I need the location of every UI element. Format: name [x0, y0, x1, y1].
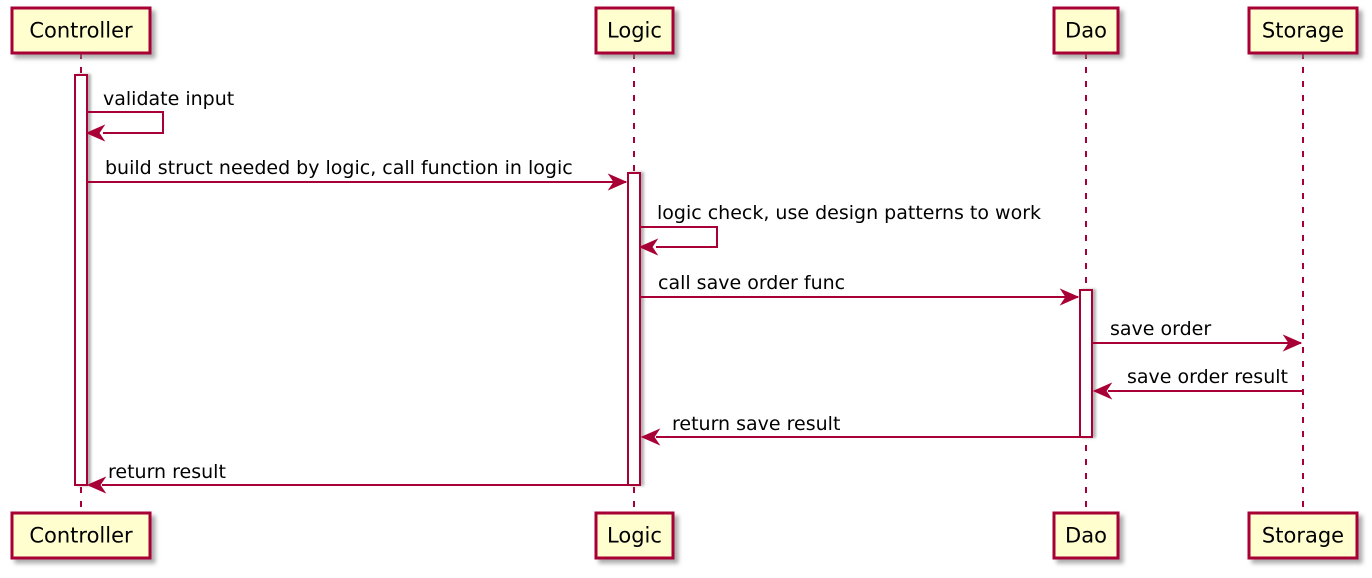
- participant-controller-top[interactable]: Controller: [10, 6, 152, 55]
- participant-box[interactable]: [1052, 6, 1120, 55]
- messages-group: validate input build struct needed by log…: [85, 88, 1303, 494]
- activation-bar-controller: [74, 74, 88, 486]
- message-label: return save result: [672, 413, 840, 435]
- participant-label: Controller: [29, 524, 133, 548]
- message-label: validate input: [103, 88, 234, 110]
- participant-label: Dao: [1065, 524, 1107, 548]
- participant-storage-bottom[interactable]: Storage: [1247, 511, 1359, 560]
- activation-bars-group: [74, 74, 1093, 486]
- participant-box[interactable]: [594, 511, 675, 560]
- message-label: save order result: [1127, 366, 1288, 388]
- message-label: call save order func: [658, 272, 845, 294]
- arrowhead-left-icon: [85, 124, 106, 142]
- participant-label: Logic: [607, 524, 662, 548]
- participant-controller-bottom[interactable]: Controller: [10, 511, 152, 560]
- message-m4: call save order func: [641, 272, 1080, 306]
- message-label: build struct needed by logic, call funct…: [105, 157, 573, 179]
- arrowhead-right-icon: [607, 173, 628, 191]
- message-m1: validate input: [85, 88, 234, 142]
- participant-box[interactable]: [1247, 6, 1359, 55]
- arrowhead-right-icon: [1282, 334, 1303, 352]
- participant-boxes-group: ControllerControllerLogicLogicDaoDaoStor…: [10, 6, 1359, 560]
- arrowhead-left-icon: [640, 428, 661, 446]
- participant-box[interactable]: [10, 6, 152, 55]
- participant-box[interactable]: [1247, 511, 1359, 560]
- message-m7: return save result: [640, 413, 1092, 446]
- self-message-path: [87, 111, 164, 134]
- participant-box[interactable]: [594, 6, 675, 55]
- participant-box[interactable]: [10, 511, 152, 560]
- activation-bar-logic: [627, 172, 641, 486]
- participant-label: Controller: [29, 19, 133, 43]
- arrowhead-left-icon: [1092, 382, 1113, 400]
- arrowhead-left-icon: [638, 238, 659, 256]
- activation-bar-dao: [1079, 289, 1093, 438]
- participant-label: Dao: [1065, 19, 1107, 43]
- message-m8: return result: [86, 461, 640, 494]
- participant-dao-top[interactable]: Dao: [1052, 6, 1120, 55]
- participant-storage-top[interactable]: Storage: [1247, 6, 1359, 55]
- participant-box[interactable]: [1052, 511, 1120, 560]
- participant-logic-top[interactable]: Logic: [594, 6, 675, 55]
- message-m5: save order: [1093, 318, 1303, 352]
- self-message-path: [640, 226, 718, 248]
- participant-label: Logic: [607, 19, 662, 43]
- arrowhead-right-icon: [1059, 288, 1080, 306]
- participant-logic-bottom[interactable]: Logic: [594, 511, 675, 560]
- message-m2: build struct needed by logic, call funct…: [88, 157, 628, 191]
- message-label: logic check, use design patterns to work: [657, 202, 1041, 224]
- participant-dao-bottom[interactable]: Dao: [1052, 511, 1120, 560]
- arrowhead-left-icon: [86, 476, 107, 494]
- message-label: return result: [108, 461, 226, 483]
- message-m6: save order result: [1092, 366, 1303, 400]
- message-label: save order: [1110, 318, 1211, 340]
- participant-label: Storage: [1262, 19, 1344, 43]
- message-m3: logic check, use design patterns to work: [638, 202, 1041, 256]
- participant-label: Storage: [1262, 524, 1344, 548]
